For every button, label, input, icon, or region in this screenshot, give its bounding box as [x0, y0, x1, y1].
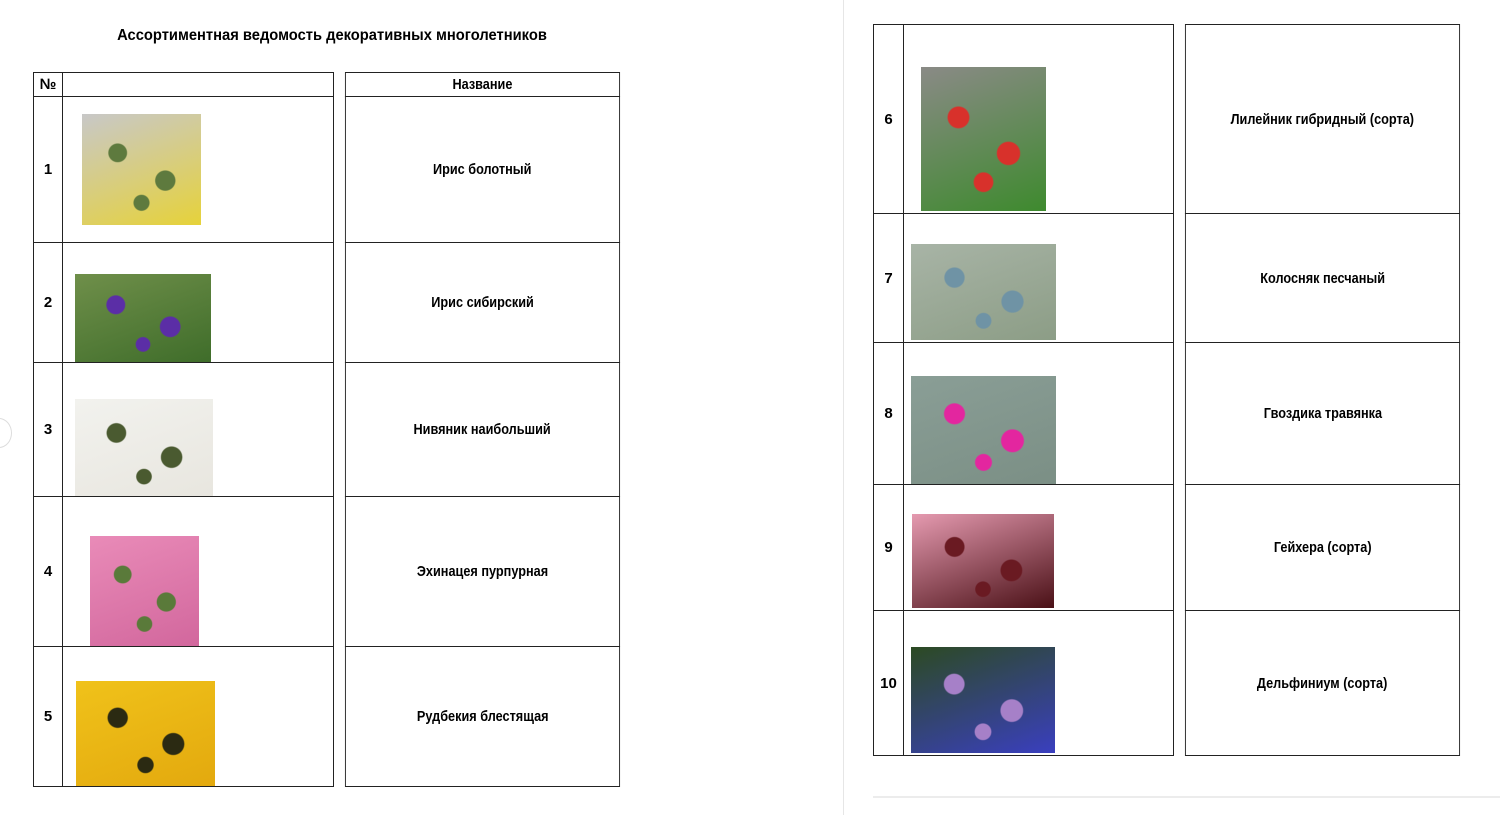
delphinium-photo — [911, 647, 1055, 753]
echinacea-photo — [90, 536, 199, 646]
header-name-text: Название — [452, 76, 513, 93]
row-3-name-text: Нивяник наибольший — [413, 421, 552, 438]
dianthus-photo — [911, 376, 1056, 484]
row-8-name-text: Гвоздика травянка — [1263, 405, 1382, 422]
leucanthemum-photo — [75, 399, 213, 496]
row-7-name-text: Колосняк песчаный — [1260, 269, 1385, 287]
row-8-name: Гвоздика травянка — [1184, 342, 1461, 485]
row-4-name-text: Эхинацея пурпурная — [416, 563, 549, 580]
row-5-name: Рудбекия блестящая — [344, 646, 621, 787]
rudbeckia-photo — [76, 681, 215, 786]
hemerocallis-photo — [921, 67, 1046, 211]
row-8-num: 8 — [873, 342, 904, 485]
row-1-name-text: Ирис болотный — [433, 161, 532, 178]
row-6-num: 6 — [873, 24, 904, 214]
row-1-num-text: 1 — [43, 161, 53, 178]
row-6-num-text: 6 — [884, 110, 893, 128]
header-num: № — [33, 72, 63, 97]
iris-pseudacorus-photo — [82, 114, 201, 225]
header-name: Название — [344, 72, 621, 97]
row-4-num-text: 4 — [43, 563, 53, 580]
row-3-name: Нивяник наибольший — [344, 362, 621, 497]
row-7-name: Колосняк песчаный — [1184, 213, 1461, 343]
iris-sibirica-photo — [75, 274, 211, 362]
header-num-text: № — [39, 76, 57, 93]
scroll-handle[interactable] — [0, 418, 12, 448]
page-bottom-divider — [873, 796, 1500, 798]
row-8-num-text: 8 — [884, 405, 893, 422]
row-1-num: 1 — [33, 96, 63, 243]
row-5-image-cell — [62, 646, 334, 787]
row-5-num: 5 — [33, 646, 63, 787]
row-7-num: 7 — [873, 213, 904, 343]
row-9-name: Гейхера (сорта) — [1184, 484, 1461, 611]
row-2-name: Ирис сибирский — [344, 242, 621, 363]
row-10-name-text: Дельфиниум (сорта) — [1257, 674, 1388, 692]
document-title: Ассортиментная ведомость декоративных мн… — [117, 27, 547, 44]
header-image — [62, 72, 334, 97]
row-9-name-text: Гейхера (сорта) — [1273, 539, 1372, 556]
row-6-name: Лилейник гибридный (сорта) — [1184, 24, 1461, 214]
row-4-name: Эхинацея пурпурная — [344, 496, 621, 647]
row-7-num-text: 7 — [884, 269, 893, 287]
row-3-num-text: 3 — [43, 421, 53, 438]
row-5-num-text: 5 — [43, 708, 53, 725]
row-9-num: 9 — [873, 484, 904, 611]
row-2-num: 2 — [33, 242, 63, 363]
leymus-photo — [911, 244, 1056, 340]
row-6-name-text: Лилейник гибридный (сорта) — [1230, 110, 1415, 128]
row-10-num-text: 10 — [880, 674, 897, 692]
row-2-name-text: Ирис сибирский — [431, 294, 534, 311]
row-2-num-text: 2 — [43, 294, 53, 311]
row-5-name-text: Рудбекия блестящая — [416, 708, 549, 725]
heuchera-photo — [912, 514, 1054, 608]
row-10-name: Дельфиниум (сорта) — [1184, 610, 1461, 756]
row-3-num: 3 — [33, 362, 63, 497]
row-1-name: Ирис болотный — [344, 96, 621, 243]
row-4-num: 4 — [33, 496, 63, 647]
row-10-image-cell — [903, 610, 1174, 756]
row-10-num: 10 — [873, 610, 904, 756]
page-divider — [843, 0, 844, 815]
row-9-num-text: 9 — [884, 539, 893, 556]
